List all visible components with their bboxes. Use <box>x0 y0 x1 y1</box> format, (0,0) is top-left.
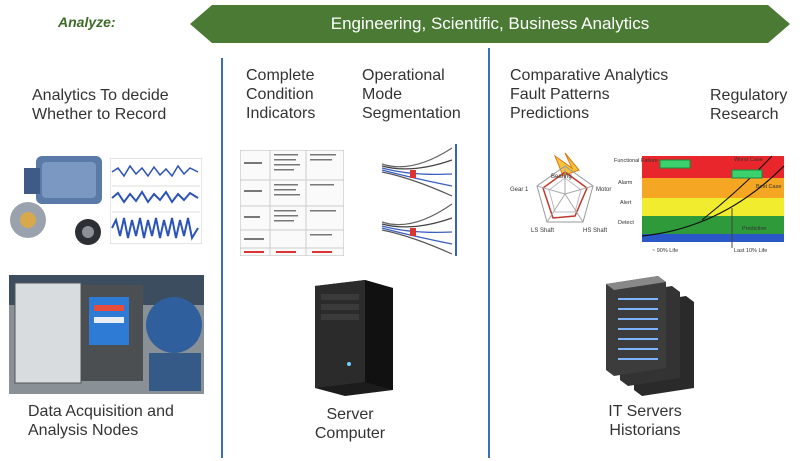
col2-heading-b: Operational Mode Segmentation <box>362 66 461 123</box>
regulatory-risk-chart: Functional Failure Alarm Alert Detect ~ … <box>614 155 785 254</box>
col3-heading-b: Regulatory Research <box>710 86 787 124</box>
risk-x-label-90: ~ 90% Life <box>652 248 678 254</box>
risk-y-label-alarm: Alarm <box>618 180 633 186</box>
risk-x-label-10: Last 10% Life <box>734 248 767 254</box>
col3-bottom-line1: IT Servers <box>608 403 682 420</box>
risk-y-label-detect: Detect <box>618 220 634 226</box>
motor-image <box>10 156 102 245</box>
col1-bottom-caption: Data Acquisition and Analysis Nodes <box>28 402 174 440</box>
risk-y-label-failure: Functional Failure <box>614 158 658 164</box>
divider-left <box>221 58 223 458</box>
risk-y-label-alert: Alert <box>620 200 632 206</box>
it-servers-image <box>606 276 694 396</box>
col3-a-line3: Predictions <box>510 105 590 122</box>
risk-callout-best: Best Case <box>756 184 781 190</box>
col1-top-caption: Analytics To decide Whether to Record <box>32 86 169 124</box>
radar-label-ls-shaft: LS Shaft <box>531 228 554 234</box>
col3-heading-a: Comparative Analytics Fault Patterns Pre… <box>510 66 668 123</box>
fault-radar-chart: Bearing Motor HS Shaft LS Shaft Gear 1 <box>510 152 611 234</box>
col1-top-line1: Analytics To decide <box>32 87 169 104</box>
col3-bottom-caption: IT Servers Historians <box>585 402 705 440</box>
col2-b-line1: Operational <box>362 67 445 84</box>
col2-b-line2: Mode <box>362 86 403 103</box>
col2-a-line3: Indicators <box>246 105 316 122</box>
col3-b-line1: Regulatory <box>710 87 788 104</box>
radar-label-bearing: Bearing <box>551 174 572 180</box>
col3-bottom-line2: Historians <box>609 422 681 439</box>
col3-b-line2: Research <box>710 106 779 123</box>
server-computer-image <box>315 280 393 396</box>
mode-segmentation-plot <box>381 144 457 256</box>
col1-bottom-line2: Analysis Nodes <box>28 422 139 439</box>
radar-label-hs-shaft: HS Shaft <box>583 228 607 234</box>
col2-a-line1: Complete <box>246 67 315 84</box>
risk-callout-worst: Worst Case <box>734 157 763 163</box>
col3-a-line1: Comparative Analytics <box>510 67 669 84</box>
daq-cabinet-photo <box>9 275 204 394</box>
col2-a-line2: Condition <box>246 86 314 103</box>
col1-bottom-line1: Data Acquisition and <box>28 403 174 420</box>
banner-text: Engineering, Scientific, Business Analyt… <box>330 14 650 33</box>
analyze-label: Analyze: <box>58 14 116 30</box>
banner-arrow <box>190 5 790 43</box>
condition-indicator-table <box>240 150 344 256</box>
radar-label-gear1: Gear 1 <box>510 187 529 193</box>
col2-bottom-line1: Server <box>326 406 374 423</box>
col3-a-line2: Fault Patterns <box>510 86 610 103</box>
radar-label-motor: Motor <box>596 187 611 193</box>
col2-b-line3: Segmentation <box>362 105 461 122</box>
vibration-waveforms <box>110 158 202 244</box>
divider-right <box>488 48 490 458</box>
col2-bottom-caption: Server Computer <box>300 405 400 443</box>
col1-top-line2: Whether to Record <box>32 106 167 123</box>
col2-heading-a: Complete Condition Indicators <box>246 66 315 123</box>
col2-bottom-line2: Computer <box>314 425 386 442</box>
risk-callout-prediction: Prediction <box>742 226 766 232</box>
